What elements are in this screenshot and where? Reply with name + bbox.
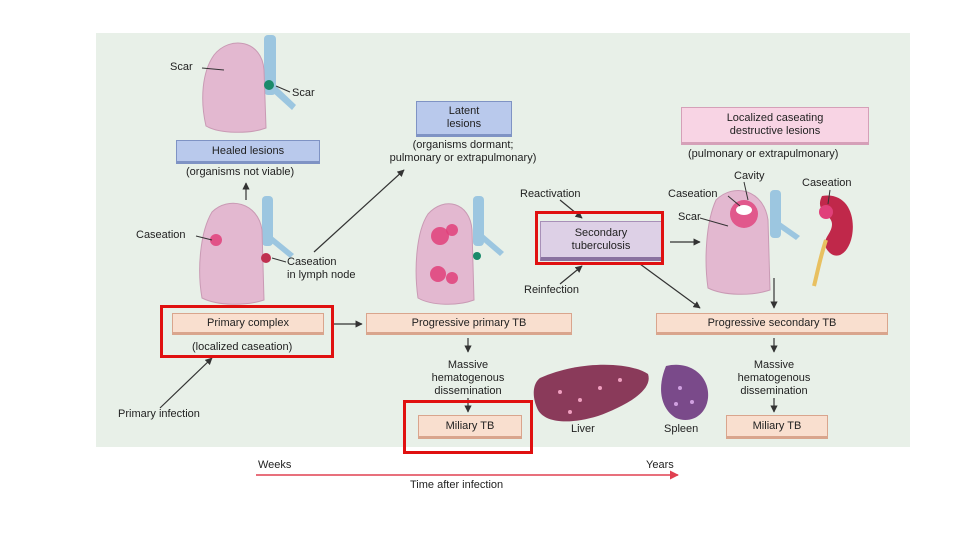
highlight-secondary-tuberculosis: [535, 211, 664, 265]
box-secondary-tuberculosis: Secondary tuberculosis: [540, 221, 662, 261]
box-progressive-secondary-tb: Progressive secondary TB: [656, 313, 888, 335]
label-localized-caseation: (localized caseation): [192, 341, 293, 353]
label-scar-node: Scar: [292, 87, 315, 99]
label-massive-right: Massive hematogenous dissemination: [737, 359, 811, 397]
kidney-pointer: [827, 189, 831, 205]
highlight-miliary-tb: [403, 400, 533, 454]
label-scar-right: Scar: [678, 211, 701, 223]
label-organisms-not-viable: (organisms not viable): [186, 166, 295, 178]
label-caseation-kidney: Caseation: [802, 177, 852, 189]
label-reactivation: Reactivation: [520, 188, 581, 200]
scar-node-pointer: [275, 85, 291, 93]
label-liver: Liver: [571, 423, 595, 435]
timeline-caption: Time after infection: [410, 479, 504, 491]
lung-progressive-illustration: [415, 196, 504, 305]
lung-healed-illustration: [202, 35, 296, 133]
label-spleen: Spleen: [664, 423, 699, 435]
box-latent-lesions: Latent lesions: [416, 101, 512, 137]
box-miliary-tb-left: Miliary TB: [418, 415, 522, 439]
scar-top-pointer: [201, 67, 225, 71]
lung-secondary-illustration: [705, 190, 800, 295]
highlight-primary-complex: [160, 305, 334, 358]
scar-right-pointer: [699, 217, 729, 227]
label-reinfection: Reinfection: [524, 284, 580, 296]
arrow-to-latent: [313, 169, 405, 253]
box-localized-caseating: Localized caseating destructive lesions: [681, 107, 869, 145]
arrow-reactivation: [559, 199, 583, 219]
cavity-pointer: [743, 181, 749, 201]
box-healed-lesions: Healed lesions: [176, 140, 320, 164]
label-massive-left: Massive hematogenous dissemination: [431, 359, 505, 397]
liver-illustration: [533, 364, 649, 422]
box-miliary-tb-right: Miliary TB: [726, 415, 828, 439]
caseation-pointer: [195, 235, 213, 241]
lymph-node-pointer: [271, 257, 287, 263]
label-cavity: Cavity: [734, 170, 765, 182]
label-organisms-dormant: (organisms dormant; pulmonary or extrapu…: [389, 139, 537, 164]
arrow-from-primary-infection: [159, 357, 213, 409]
caseation-right-pointer: [727, 195, 741, 207]
label-caseation-left: Caseation: [136, 229, 186, 241]
box-progressive-primary-tb: Progressive primary TB: [366, 313, 572, 335]
spleen-illustration: [661, 364, 709, 420]
arrow-to-progressive-secondary: [639, 263, 701, 309]
label-caseation-right: Caseation: [668, 188, 718, 200]
label-scar-top: Scar: [170, 61, 193, 73]
label-pulm-or-extrapulm: (pulmonary or extrapulmonary): [688, 148, 839, 160]
kidney-illustration: [812, 195, 853, 287]
timeline-end-label: Years: [646, 459, 674, 471]
arrow-reinfection: [559, 265, 583, 285]
label-primary-infection: Primary infection: [118, 408, 200, 420]
timeline-start-label: Weeks: [258, 459, 292, 471]
lung-primary-illustration: [199, 196, 294, 305]
label-caseation-lymph-node: Caseation in lymph node: [287, 256, 356, 281]
box-primary-complex: Primary complex: [172, 313, 324, 335]
